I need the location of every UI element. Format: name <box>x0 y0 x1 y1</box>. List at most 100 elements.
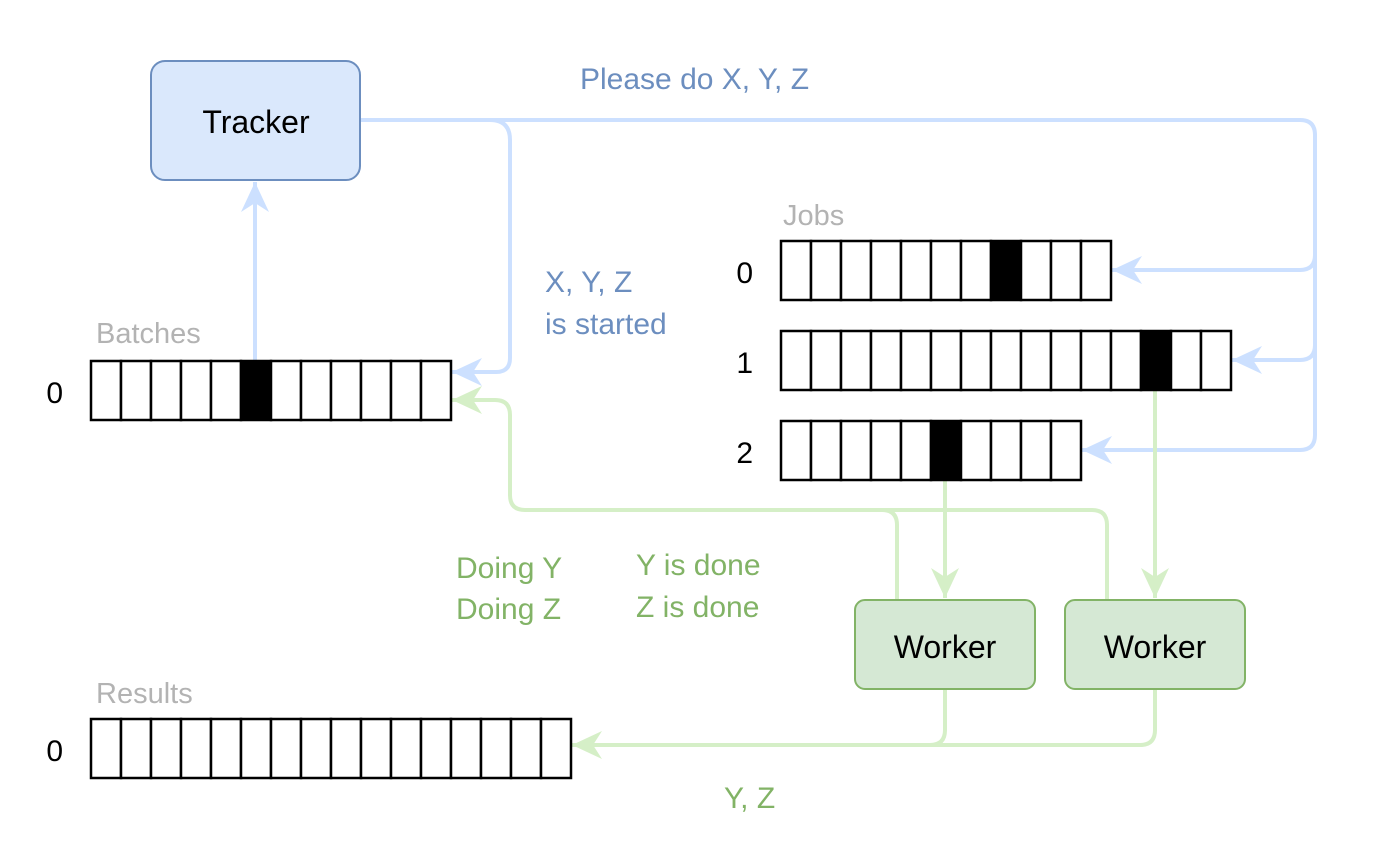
queue-cell <box>149 359 183 422</box>
queue-cell <box>899 419 933 482</box>
queue-cell <box>89 717 123 780</box>
queue-cell <box>1049 329 1083 392</box>
queue-cell <box>299 359 333 422</box>
queue-cell <box>539 717 573 780</box>
queue-cell <box>239 717 273 780</box>
queue-cell-filled <box>929 419 963 482</box>
worker-node-2[interactable] <box>1064 599 1246 690</box>
worker-node-1[interactable] <box>854 599 1036 690</box>
queue-cell-filled <box>1139 329 1173 392</box>
queue-cell <box>329 359 363 422</box>
queue-cell <box>419 717 453 780</box>
queue-cell <box>959 239 993 302</box>
doing-message-line1: Doing Y <box>456 552 562 585</box>
queue-cell <box>359 717 393 780</box>
queue-cell <box>929 239 963 302</box>
queue-cell <box>869 239 903 302</box>
arrow-head-icon <box>931 568 959 598</box>
queue-cell-filled <box>989 239 1023 302</box>
queue-cell <box>329 717 363 780</box>
jobs-row-index: 1 <box>736 347 753 380</box>
queue-cell <box>299 717 333 780</box>
queue-cell <box>899 329 933 392</box>
queue-cell <box>1079 239 1113 302</box>
queue-cell <box>809 239 843 302</box>
queue-cell <box>1169 329 1203 392</box>
queue-cell <box>839 419 873 482</box>
arrow-head-icon <box>452 358 482 386</box>
arrow-head-icon <box>572 731 602 759</box>
worker-label-2: Worker <box>1104 629 1207 665</box>
results-message: Y, Z <box>724 782 775 815</box>
arrow-head-icon <box>452 386 482 414</box>
queue-cell <box>869 329 903 392</box>
queue-cell <box>839 239 873 302</box>
queue-cell <box>179 717 213 780</box>
queue-cell <box>479 717 513 780</box>
jobs-queue-2: 2 <box>736 419 1083 482</box>
queue-cell <box>779 329 813 392</box>
worker-label-1: Worker <box>894 629 997 665</box>
batches-queue-0: 0 <box>46 359 453 422</box>
jobs-queue-1: 1 <box>736 329 1233 392</box>
jobs-row-index: 0 <box>736 257 753 290</box>
queue-cell <box>449 717 483 780</box>
batches-row-index: 0 <box>46 377 63 410</box>
queue-cell <box>959 419 993 482</box>
queue-cell <box>809 329 843 392</box>
queue-cell <box>209 359 243 422</box>
queue-cell <box>209 717 243 780</box>
queue-cell <box>779 419 813 482</box>
done-message-line1: Y is done <box>636 549 761 582</box>
started-to-batches-line <box>452 118 512 374</box>
started-message-line2: is started <box>545 308 667 341</box>
queue-cell <box>389 359 423 422</box>
doing-message-line2: Doing Z <box>456 593 561 626</box>
queue-cell <box>269 717 303 780</box>
tracker-node[interactable] <box>150 60 361 181</box>
queue-cell <box>359 359 393 422</box>
tracker-to-jobs-line <box>360 118 1317 452</box>
tracker-label: Tracker <box>202 104 310 140</box>
workers-to-results-line <box>572 690 1157 747</box>
batches-label: Batches <box>96 318 201 350</box>
jobs-queue-0: 0 <box>736 239 1113 302</box>
jobs-row-index: 2 <box>736 437 753 470</box>
queue-cell <box>119 717 153 780</box>
queue-cell <box>269 359 303 422</box>
results-label: Results <box>96 678 193 710</box>
queue-cell <box>989 419 1023 482</box>
queue-cell <box>929 329 963 392</box>
arrow-head-icon <box>1082 436 1112 464</box>
queue-cell <box>959 329 993 392</box>
queue-cell <box>389 717 423 780</box>
queue-cell <box>989 329 1023 392</box>
queue-cell <box>1199 329 1233 392</box>
results-queue-0: 0 <box>46 717 573 780</box>
results-row-index: 0 <box>46 735 63 768</box>
queue-cell <box>149 717 183 780</box>
workers-to-batches-line <box>452 398 1109 600</box>
queue-cell <box>839 329 873 392</box>
done-message-line2: Z is done <box>636 591 759 624</box>
queue-cell <box>1049 419 1083 482</box>
started-message-line1: X, Y, Z <box>545 266 632 299</box>
queue-cell <box>1109 329 1143 392</box>
queue-cell <box>89 359 123 422</box>
queue-cell <box>119 359 153 422</box>
queue-cell <box>779 239 813 302</box>
queue-cell <box>1019 239 1053 302</box>
arrow-head-icon <box>1232 346 1262 374</box>
queue-cell <box>419 359 453 422</box>
arrow-head-icon <box>1112 256 1142 284</box>
queue-cell-filled <box>239 359 273 422</box>
queue-cell <box>809 419 843 482</box>
queue-cell <box>869 419 903 482</box>
queue-cell <box>509 717 543 780</box>
arrow-head-icon <box>241 182 269 212</box>
queue-cell <box>179 359 213 422</box>
please-do-message: Please do X, Y, Z <box>580 63 809 96</box>
jobs-label: Jobs <box>783 200 844 232</box>
queue-cell <box>1019 419 1053 482</box>
